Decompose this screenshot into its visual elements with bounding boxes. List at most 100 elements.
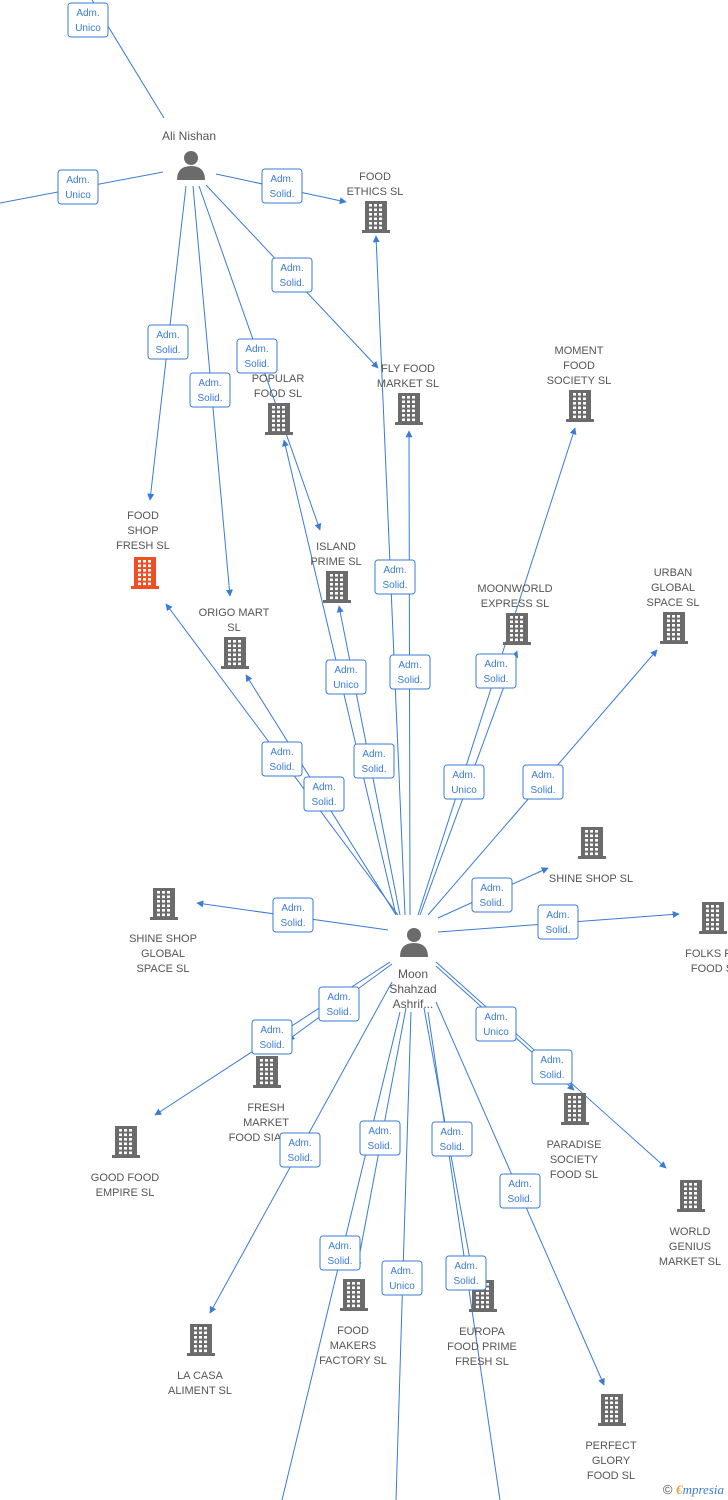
company-label-line: MARKET — [243, 1117, 289, 1129]
role-badge[interactable]: Adm.Unico — [57, 169, 99, 205]
role-badge[interactable]: Adm.Solid. — [279, 1132, 321, 1168]
role-badge[interactable]: Adm.Solid. — [499, 1173, 541, 1209]
building-icon[interactable] — [112, 1126, 140, 1158]
person-label-line: Ali Nishan — [162, 129, 216, 143]
role-badge[interactable]: Adm.Solid. — [445, 1255, 487, 1291]
building-icon[interactable] — [253, 1056, 281, 1088]
role-badge-box — [251, 1019, 293, 1055]
building-icon[interactable] — [187, 1324, 215, 1356]
building-icon[interactable] — [699, 902, 727, 934]
role-badge-box — [189, 372, 231, 408]
role-badge[interactable]: Adm.Solid. — [471, 877, 513, 913]
role-badge[interactable]: Adm.Unico — [325, 659, 367, 695]
role-badge[interactable]: Adm.Unico — [443, 764, 485, 800]
building-icon[interactable] — [362, 201, 390, 233]
company-label-line: MOMENT — [555, 345, 604, 357]
building-icon[interactable] — [340, 1279, 368, 1311]
building-icon[interactable] — [561, 1093, 589, 1125]
company-label-line: POPULAR — [252, 373, 305, 385]
role-badge[interactable]: Adm.Solid. — [318, 986, 360, 1022]
building-icon[interactable] — [598, 1394, 626, 1426]
person-icon[interactable] — [177, 151, 205, 180]
role-badge[interactable]: Adm.Solid. — [303, 776, 345, 812]
company-label-line: FOOD S — [691, 963, 728, 975]
person-node-ali[interactable]: Ali Nishan — [162, 129, 216, 180]
building-icon[interactable] — [150, 888, 178, 920]
company-node-shine_shop[interactable]: SHINE SHOP SL — [549, 827, 633, 885]
role-text: Solid. — [287, 1153, 312, 1164]
role-text: Solid. — [259, 1040, 284, 1051]
role-text: Adm. — [281, 903, 304, 914]
role-text: Adm. — [454, 1261, 477, 1272]
role-badge[interactable]: Adm. Solid. — [353, 743, 395, 779]
role-badge[interactable]: Adm.Solid. — [431, 1121, 473, 1157]
role-badge[interactable]: Adm.Solid. — [374, 559, 416, 595]
person-node-moon[interactable]: MoonShahzadAshrif... — [389, 928, 437, 1011]
role-badge[interactable]: Adm.Solid. — [537, 904, 579, 940]
person-label-line: Moon — [398, 967, 428, 981]
role-badge[interactable]: Adm.Solid. — [189, 372, 231, 408]
role-badge[interactable]: Adm.Unico — [67, 2, 109, 38]
role-badge[interactable]: Adm.Solid. — [147, 324, 189, 360]
role-badge[interactable]: Adm.Unico — [475, 1006, 517, 1042]
role-text: Adm. — [362, 749, 385, 760]
role-badge[interactable]: Adm.Solid. — [359, 1120, 401, 1156]
role-badge[interactable]: Adm.Solid. — [389, 654, 431, 690]
role-badge-box — [325, 659, 367, 695]
role-badge[interactable]: Adm.Solid. — [272, 897, 314, 933]
role-badge[interactable]: Adm.Solid. — [251, 1019, 293, 1055]
building-icon[interactable] — [221, 637, 249, 669]
role-badge[interactable]: Adm.Solid. — [475, 653, 517, 689]
role-badge[interactable]: Adm.Solid. — [261, 741, 303, 777]
role-badge[interactable]: Adm.Solid. — [236, 338, 278, 374]
company-label-line: FLY FOOD — [381, 363, 435, 375]
role-badge-box — [445, 1255, 487, 1291]
building-icon[interactable] — [265, 403, 293, 435]
company-node-folks[interactable]: FOLKS FR FOOD S — [685, 902, 728, 975]
company-label-line: FOLKS FR — [685, 948, 728, 960]
building-icon[interactable] — [131, 557, 159, 589]
role-text: Adm. — [270, 174, 293, 185]
role-text: Adm. — [508, 1179, 531, 1190]
role-badge[interactable]: Adm.Solid. — [319, 1235, 361, 1271]
role-text: Adm. — [540, 1055, 563, 1066]
role-badge[interactable]: Adm.Unico — [381, 1260, 423, 1296]
building-icon[interactable] — [566, 390, 594, 422]
building-icon[interactable] — [323, 571, 351, 603]
building-icon[interactable] — [660, 612, 688, 644]
building-icon[interactable] — [503, 613, 531, 645]
empresia-logo[interactable]: €mpresia — [676, 1482, 724, 1497]
person-icon[interactable] — [400, 928, 428, 957]
role-badge-box — [147, 324, 189, 360]
role-badge[interactable]: Adm.Solid. — [531, 1049, 573, 1085]
building-icon[interactable] — [677, 1180, 705, 1212]
role-badge-box — [279, 1132, 321, 1168]
role-badge[interactable]: Adm.Solid. — [261, 168, 303, 204]
building-icon[interactable] — [578, 827, 606, 859]
building-icon[interactable] — [395, 393, 423, 425]
role-badge[interactable]: Adm.Solid. — [271, 257, 313, 293]
role-badge[interactable]: Adm.Solid. — [522, 764, 564, 800]
role-badge-box — [537, 904, 579, 940]
role-text: Solid. — [361, 764, 386, 775]
company-label-line: SOCIETY — [550, 1154, 599, 1166]
